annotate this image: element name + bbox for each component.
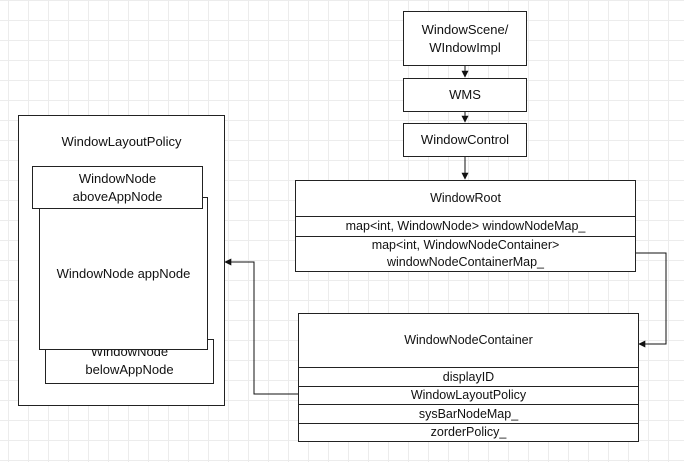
window-root-field-nodemap-text: map<int, WindowNode> windowNodeMap_ <box>345 219 586 233</box>
window-root-title-text: WindowRoot <box>430 191 501 205</box>
container-field-layoutpolicy: WindowLayoutPolicy <box>299 386 638 404</box>
app-node-box: WindowNode appNode <box>39 197 208 350</box>
window-root-field-nodemap: map<int, WindowNode> windowNodeMap_ <box>296 216 635 236</box>
window-root-field-containermap: map<int, WindowNodeContainer> windowNode… <box>296 236 635 271</box>
window-scene-box: WindowScene/ WIndowImpl <box>403 11 527 66</box>
above-app-node-box: WindowNode aboveAppNode <box>32 166 203 209</box>
container-field-displayid: displayID <box>299 367 638 386</box>
window-root-field-containermap-line2: windowNodeContainerMap_ <box>386 255 545 269</box>
wms-box: WMS <box>403 78 527 112</box>
arrow-container-to-layoutpolicy <box>224 258 298 395</box>
window-control-box: WindowControl <box>403 123 527 157</box>
window-root-field-containermap-line1: map<int, WindowNodeContainer> <box>371 238 560 252</box>
app-node-label: WindowNode appNode <box>56 265 191 281</box>
below-app-node-line2: belowAppNode <box>85 362 174 377</box>
container-field-zorderpolicy-text: zorderPolicy_ <box>430 425 507 439</box>
container-field-zorderpolicy: zorderPolicy_ <box>299 423 638 441</box>
container-title: WindowNodeContainer <box>299 314 638 367</box>
container-field-sysbarnodemap-text: sysBarNodeMap_ <box>418 406 519 421</box>
above-app-node-line2: aboveAppNode <box>72 188 163 204</box>
container-field-displayid-text: displayID <box>442 369 495 384</box>
window-root-title: WindowRoot <box>296 181 635 216</box>
window-scene-label-line1: WindowScene/ <box>421 21 509 37</box>
window-root-box: WindowRoot map<int, WindowNode> windowNo… <box>295 180 636 272</box>
arrow-root-to-container <box>636 252 667 348</box>
window-node-container-box: WindowNodeContainer displayID WindowLayo… <box>298 313 639 442</box>
window-control-label: WindowControl <box>420 132 510 147</box>
window-scene-label-line2: WIndowImpl <box>429 39 501 55</box>
container-field-layoutpolicy-text: WindowLayoutPolicy <box>410 388 527 402</box>
layout-policy-title: WindowLayoutPolicy <box>61 134 182 149</box>
container-title-text: WindowNodeContainer <box>404 333 533 347</box>
container-field-sysbarnodemap: sysBarNodeMap_ <box>299 404 638 423</box>
wms-label: WMS <box>449 87 481 102</box>
above-app-node-line1: WindowNode <box>78 170 157 186</box>
